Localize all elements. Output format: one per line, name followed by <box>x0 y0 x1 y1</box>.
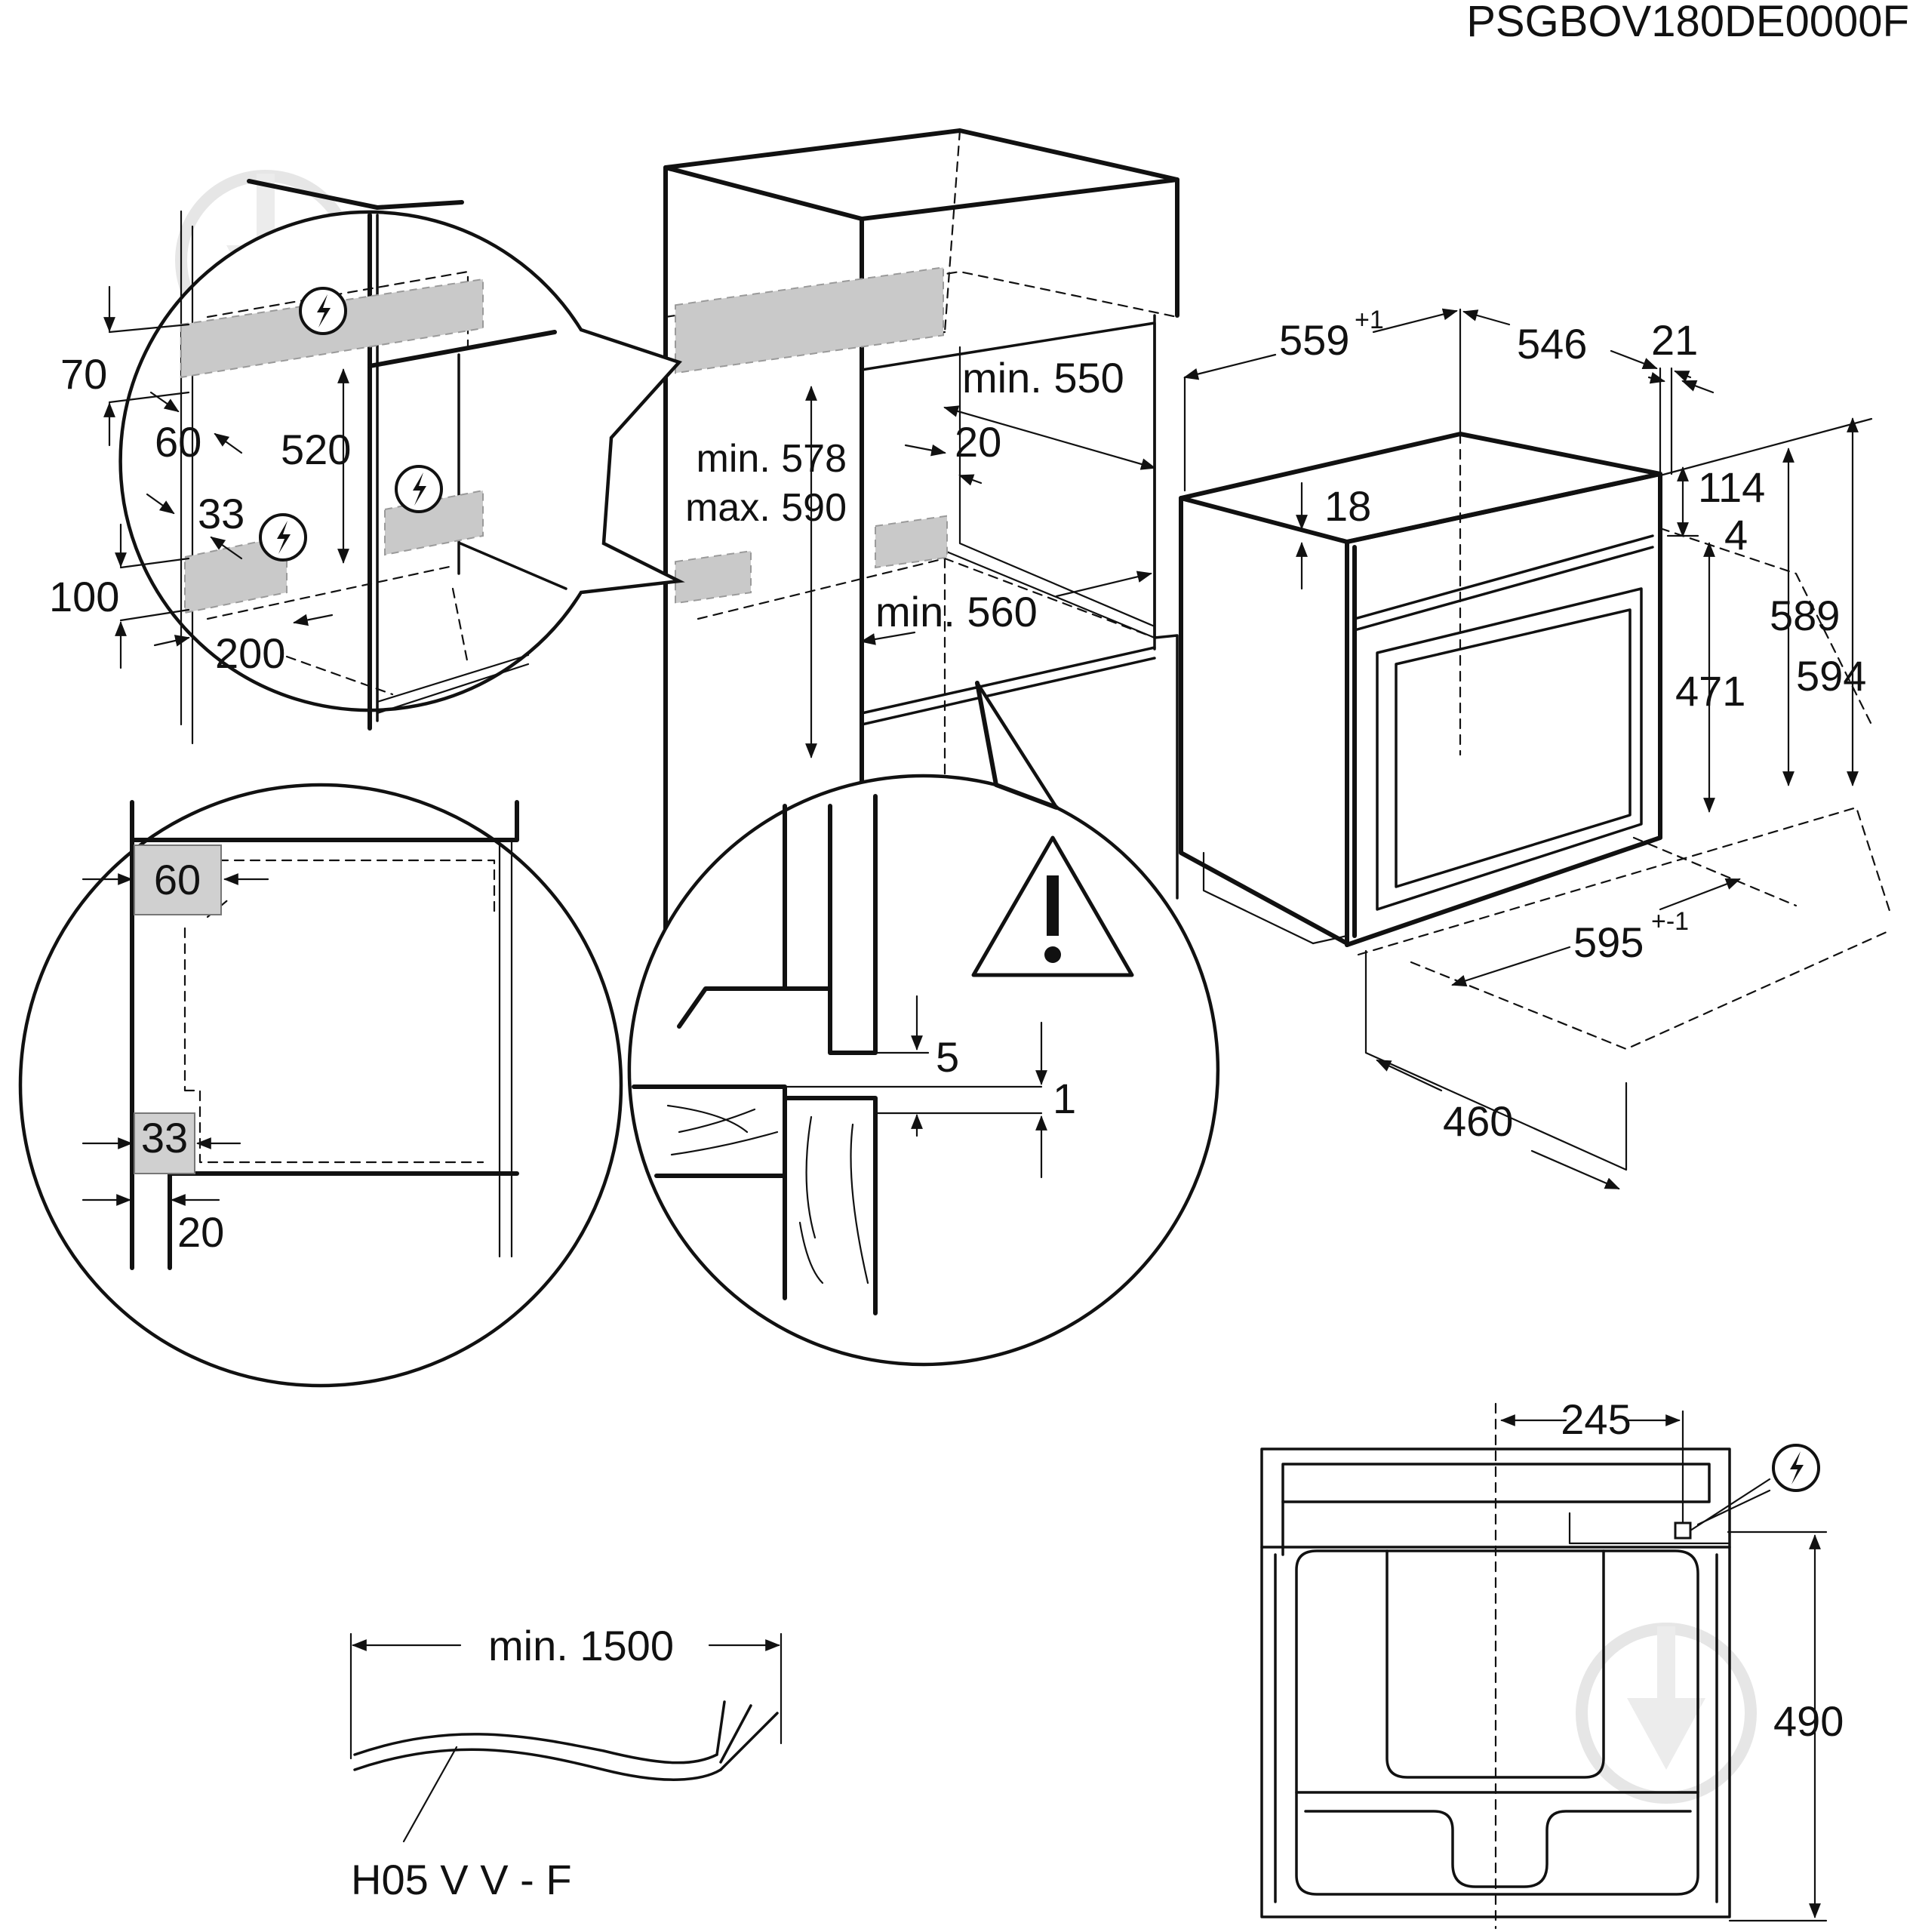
detail-edge-1-label: 1 <box>1053 1075 1076 1122</box>
detail-top-circle: 70 60 520 33 100 200 <box>49 179 685 745</box>
detail-top-100-label: 100 <box>49 573 119 620</box>
cabinet-drawing: min. 550 min. 578 max. 590 20 min. 560 <box>663 128 1179 946</box>
detail-top-33-label: 33 <box>198 490 244 537</box>
oven-595-label: 595 <box>1573 918 1644 966</box>
oven-595-tolerance: +-1 <box>1651 907 1689 936</box>
oven-21-label: 21 <box>1651 316 1698 364</box>
oven-559-label: 559 <box>1279 316 1349 364</box>
detail-side-circle: 60 33 20 <box>18 783 623 1388</box>
cabinet-gap-label: 20 <box>955 418 1001 466</box>
oven-4-label: 4 <box>1724 511 1748 558</box>
detail-edge-circle: 5 1 <box>627 681 1220 1367</box>
cable-min-length-label: min. 1500 <box>488 1622 674 1669</box>
cabinet-min-depth-label: min. 550 <box>962 354 1124 401</box>
cable-drawing: min. 1500 H05 V V - F <box>349 1622 783 1903</box>
cable-type-label: H05 V V - F <box>351 1856 572 1903</box>
oven-114-label: 114 <box>1698 463 1765 511</box>
oven-18-label: 18 <box>1324 482 1371 530</box>
oven-drawing: 559 +1 546 21 18 114 4 471 589 594 595 +… <box>1179 306 1892 1190</box>
oven-559-tolerance: +1 <box>1355 306 1384 334</box>
cabinet-max-height-label: max. 590 <box>685 486 847 530</box>
watermark-logo-icon <box>1576 1623 1757 1804</box>
lightning-in-circle-icon <box>299 287 347 335</box>
back-view-drawing: 245 490 <box>1260 1395 1844 1930</box>
detail-top-70-label: 70 <box>60 350 107 398</box>
cabinet-min-width-label: min. 560 <box>875 588 1038 635</box>
oven-546-label: 546 <box>1517 320 1587 368</box>
oven-594-label: 594 <box>1796 652 1866 700</box>
lightning-in-circle-icon <box>1772 1444 1820 1492</box>
detail-side-60-box <box>134 844 222 915</box>
oven-589-label: 589 <box>1770 592 1840 639</box>
detail-top-60-label: 60 <box>155 418 201 466</box>
lightning-in-circle-icon <box>259 513 307 561</box>
detail-side-60-label: 60 <box>154 856 201 903</box>
detail-top-520-label: 520 <box>281 426 351 473</box>
detail-side-20-label: 20 <box>177 1208 224 1256</box>
lightning-in-circle-icon <box>395 465 443 513</box>
detail-edge-5-label: 5 <box>936 1033 959 1081</box>
doc-code: PSGBOV180DE0000F <box>1466 0 1909 46</box>
back-view-490-label: 490 <box>1773 1697 1844 1745</box>
warning-triangle-icon <box>971 835 1134 977</box>
detail-top-200-label: 200 <box>215 629 285 677</box>
back-view-245-label: 245 <box>1561 1395 1631 1443</box>
detail-side-33-label: 33 <box>141 1114 188 1161</box>
oven-460-label: 460 <box>1443 1097 1513 1145</box>
cabinet-min-height-label: min. 578 <box>697 437 847 481</box>
oven-471-label: 471 <box>1675 667 1745 715</box>
detail-side-33-box <box>134 1112 195 1174</box>
